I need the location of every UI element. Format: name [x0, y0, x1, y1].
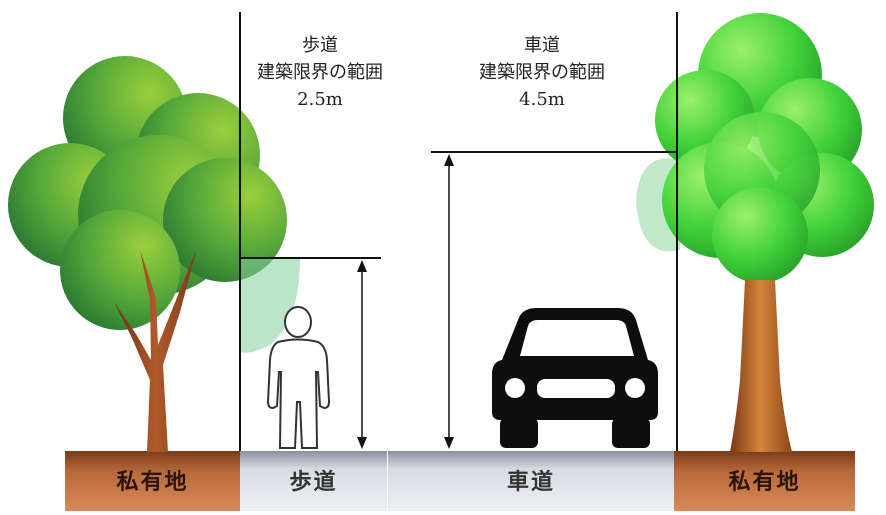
sidewalk-ground-label: 歩道 [289, 470, 338, 495]
tree-icon [636, 13, 874, 452]
tree-icon [8, 56, 300, 452]
ground-strip [65, 451, 855, 511]
sidewalk-clearance-subtitle: 建築限界の範囲 [257, 62, 383, 83]
roadway-clearance-title: 車道 [524, 35, 560, 56]
sidewalk-clearance-height: 2.5m [297, 89, 343, 110]
private-land-right-ground [674, 451, 855, 511]
private-land-right-label: 私有地 [728, 470, 801, 495]
roadway-clearance-label: 車道 建築限界の範囲 4.5m [474, 32, 610, 113]
roadway-height-arrow [444, 154, 454, 449]
sidewalk-height-arrow [357, 260, 367, 449]
sidewalk-clearance-label: 歩道 建築限界の範囲 2.5m [252, 32, 388, 113]
roadway-clearance-height: 4.5m [519, 89, 565, 110]
private-land-left-ground [65, 451, 240, 511]
private-land-left-label: 私有地 [116, 470, 189, 495]
roadway-clearance-subtitle: 建築限界の範囲 [479, 62, 605, 83]
car-icon [492, 308, 658, 448]
roadway-ground-label: 車道 [506, 470, 555, 495]
sidewalk-ground [240, 451, 387, 511]
person-icon [266, 306, 331, 449]
roadway-ground [388, 451, 674, 511]
sidewalk-clearance-title: 歩道 [302, 35, 338, 56]
